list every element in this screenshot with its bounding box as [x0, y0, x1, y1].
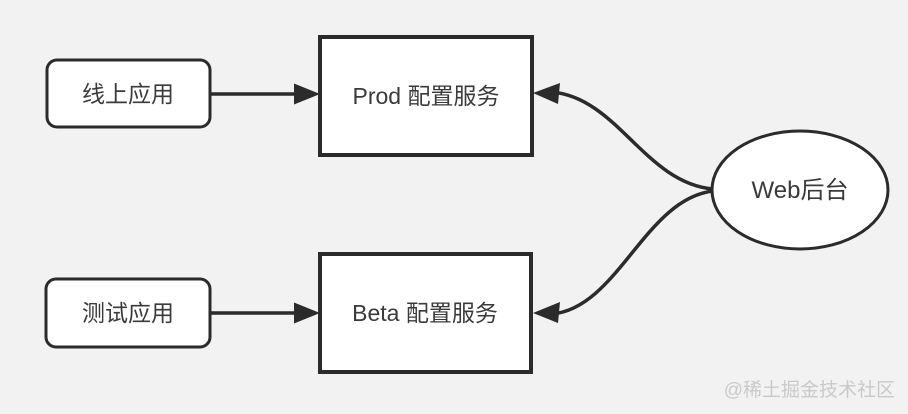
- arrowhead-right-icon: [294, 302, 320, 324]
- node-test-app-label: 测试应用: [82, 300, 174, 326]
- node-test-app-shape: [44, 277, 212, 349]
- watermark: @稀土掘金技术社区: [724, 379, 895, 401]
- edge-web-backend-to-beta-service: [533, 189, 714, 323]
- node-web-backend-label: Web后台: [752, 177, 849, 204]
- node-test-app: 测试应用: [44, 277, 212, 349]
- node-prod-service: Prod 配置服务: [318, 35, 534, 157]
- edge-online-app-to-prod-service: [210, 83, 320, 105]
- edge-curve: [551, 189, 714, 316]
- edge-test-app-to-beta-service: [210, 302, 320, 324]
- node-online-app-label: 线上应用: [82, 81, 174, 107]
- node-web-backend-shape: [710, 129, 890, 251]
- arrowhead-left-icon: [533, 302, 560, 323]
- node-beta-service: Beta 配置服务: [318, 252, 533, 374]
- node-prod-service-shape: [318, 35, 534, 157]
- edge-curve: [551, 90, 714, 191]
- arrowhead-left-icon: [533, 83, 560, 104]
- node-beta-service-label: Beta 配置服务: [352, 300, 498, 326]
- arrowhead-right-icon: [294, 83, 320, 105]
- edge-web-backend-to-prod-service: [533, 83, 714, 191]
- node-online-app-shape: [45, 58, 212, 129]
- node-beta-service-shape: [318, 252, 533, 374]
- node-web-backend: Web后台: [710, 129, 890, 251]
- node-prod-service-label: Prod 配置服务: [353, 83, 500, 109]
- node-online-app: 线上应用: [45, 58, 212, 129]
